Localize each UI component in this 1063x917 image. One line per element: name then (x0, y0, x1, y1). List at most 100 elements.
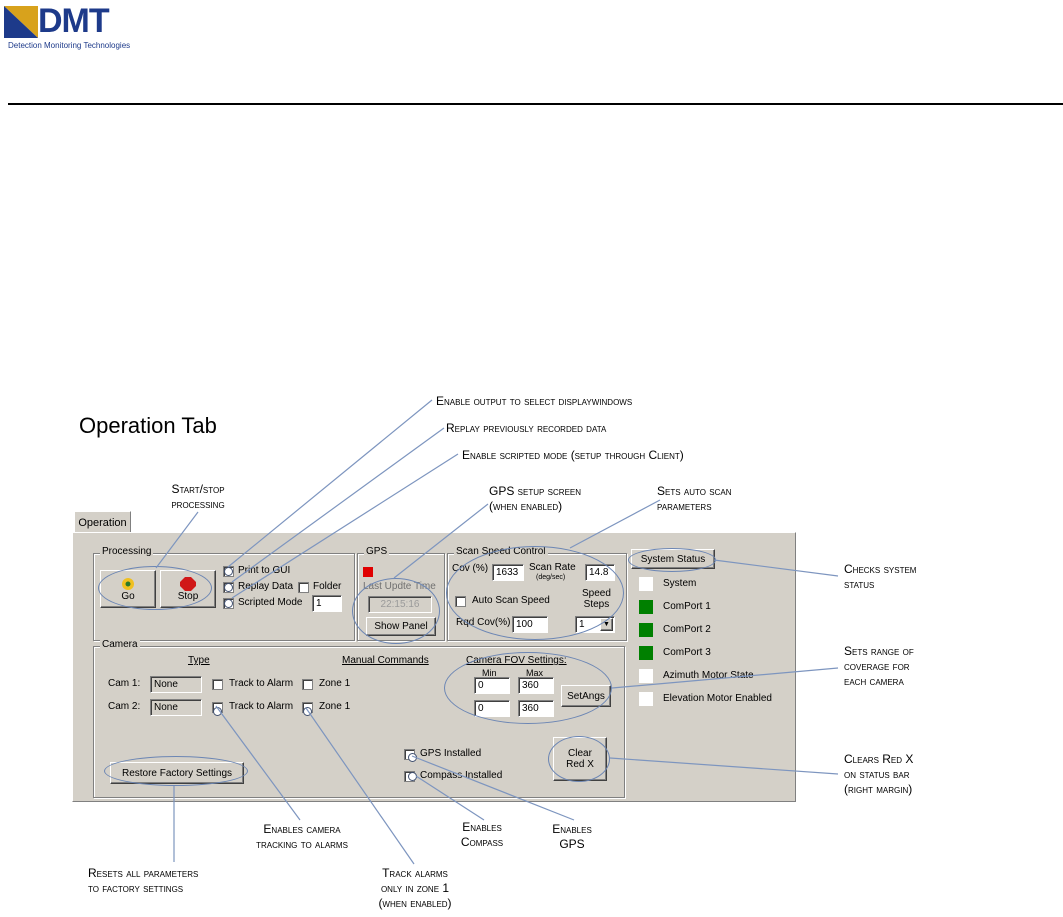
callout-gps-setup-line2: (when enabled) (489, 499, 563, 513)
leader-clears-red (609, 757, 839, 775)
leader-checks-status (713, 559, 839, 577)
scripted-mode-input[interactable]: 1 (312, 595, 342, 612)
callout-checks-status-line2: status (844, 577, 875, 591)
cam1-zone1-label: Zone 1 (319, 678, 351, 689)
dmt-logo-mark-icon (4, 6, 38, 38)
status-label-system: System (663, 578, 697, 589)
print-to-gui-radio-mark (224, 567, 233, 576)
gps-installed-label: GPS Installed (420, 748, 482, 759)
cam1-track-alarm-checkbox[interactable] (212, 679, 223, 690)
callout-clears-red-line3: (right margin) (844, 782, 913, 796)
callout-clears-red: Clears Red X on status bar (right margin… (844, 752, 913, 797)
highlight-oval-fov (444, 652, 612, 724)
camera-group-title: Camera (100, 639, 140, 650)
leader-track-zone (305, 707, 415, 865)
callout-scripted: Enable scripted mode (setup through Clie… (462, 448, 684, 462)
cam1-zone1-checkbox[interactable] (302, 679, 313, 690)
cam2-track-alarm-label: Track to Alarm (229, 701, 294, 712)
folder-label: Folder (313, 581, 342, 592)
header-rule (8, 103, 1063, 105)
callout-checks-status-line1: Checks system (844, 562, 917, 576)
leader-sets-range (611, 667, 839, 689)
leader-enables-gps (411, 755, 575, 821)
print-to-gui-label: Print to GUI (238, 565, 291, 576)
type-header: Type (188, 655, 210, 666)
dmt-logo: DMT Detection Monitoring Technologies (4, 2, 136, 52)
status-led-azimuth (639, 669, 653, 683)
status-led-comport1 (639, 600, 653, 614)
folder-checkbox[interactable] (298, 582, 309, 593)
status-label-comport3: ComPort 3 (663, 647, 711, 658)
cam2-type-field: None (150, 699, 202, 716)
page-title: Operation Tab (79, 413, 217, 438)
cam1-label: Cam 1: (108, 678, 141, 689)
leader-replay (231, 427, 445, 583)
gps-status-indicator (363, 567, 373, 577)
callout-enables-compass: Enables Compass (440, 820, 524, 850)
callout-track-zone-line1: Track alarms (382, 866, 448, 880)
callout-gps-setup: GPS setup screen (when enabled) (489, 484, 581, 514)
highlight-oval-processing-buttons (98, 566, 212, 610)
callout-auto-scan-line2: parameters (657, 499, 712, 513)
callout-track-zone-line2: only in zone 1 (380, 881, 450, 895)
status-led-elevation (639, 692, 653, 706)
callout-clears-red-line1: Clears Red X (844, 752, 914, 766)
leader-enables-camera (215, 705, 301, 821)
callout-replay: Replay previously recorded data (446, 421, 607, 435)
callout-track-zone: Track alarms only in zone 1 (when enable… (340, 866, 490, 911)
callout-start-stop-line2: processing (171, 497, 225, 511)
status-led-comport3 (639, 646, 653, 660)
status-label-elevation: Elevation Motor Enabled (663, 693, 772, 704)
status-led-system (639, 577, 653, 591)
leader-display-windows (227, 399, 433, 568)
highlight-oval-clear (548, 736, 610, 782)
callout-enables-gps: Enables GPS (532, 822, 612, 852)
tab-operation[interactable]: Operation (74, 511, 131, 533)
cam2-label: Cam 2: (108, 701, 141, 712)
callout-gps-setup-line1: GPS setup screen (489, 484, 582, 498)
callout-enables-compass-line2: Compass (460, 835, 504, 849)
callout-enables-gps-line1: Enables (552, 822, 592, 836)
scripted-mode-label: Scripted Mode (238, 597, 303, 608)
status-led-comport2 (639, 623, 653, 637)
processing-group-title: Processing (100, 546, 154, 557)
callout-sets-range-line1: Sets range of (844, 644, 914, 658)
highlight-oval-scan (446, 546, 624, 640)
leader-enables-compass (415, 775, 485, 821)
replay-data-radio-mark (224, 583, 233, 592)
status-label-comport2: ComPort 2 (663, 624, 711, 635)
highlight-oval-restore (104, 756, 248, 786)
callout-track-zone-line3: (when enabled) (378, 896, 452, 910)
leader-start-stop (155, 511, 199, 569)
logo-tagline: Detection Monitoring Technologies (8, 41, 131, 50)
callout-resets-line2: to factory settings (88, 881, 184, 895)
logo-wordmark: DMT (38, 2, 110, 40)
callout-auto-scan: Sets auto scan parameters (657, 484, 732, 514)
status-label-comport1: ComPort 1 (663, 601, 711, 612)
manual-commands-header: Manual Commands (342, 655, 429, 666)
callout-enables-camera-line2: tracking to alarms (256, 837, 348, 851)
callout-checks-status: Checks system status (844, 562, 916, 592)
replay-data-label: Replay Data (238, 581, 294, 592)
callout-resets-line1: Resets all parameters (88, 866, 199, 880)
cam2-zone1-radio-mark (303, 707, 312, 716)
callout-clears-red-line2: on status bar (844, 767, 910, 781)
callout-start-stop: Start/stop processing (148, 482, 248, 512)
cam1-track-alarm-label: Track to Alarm (229, 678, 294, 689)
callout-start-stop-line1: Start/stop (171, 482, 225, 496)
leader-gps-setup (393, 503, 489, 579)
scripted-mode-radio-mark (224, 599, 233, 608)
status-label-azimuth: Azimuth Motor State (663, 670, 754, 681)
callout-auto-scan-line1: Sets auto scan (657, 484, 732, 498)
callout-sets-range-line3: each camera (844, 674, 904, 688)
callout-sets-range: Sets range of coverage for each camera (844, 644, 914, 689)
leader-scripted (231, 453, 459, 599)
callout-enables-gps-line2: GPS (559, 837, 585, 851)
callout-resets: Resets all parameters to factory setting… (88, 866, 198, 896)
callout-enables-camera-line1: Enables camera (263, 822, 341, 836)
highlight-oval-gps (352, 578, 440, 644)
gps-group-title: GPS (364, 546, 390, 557)
callout-enables-compass-line1: Enables (462, 820, 502, 834)
leader-auto-scan (569, 499, 661, 549)
